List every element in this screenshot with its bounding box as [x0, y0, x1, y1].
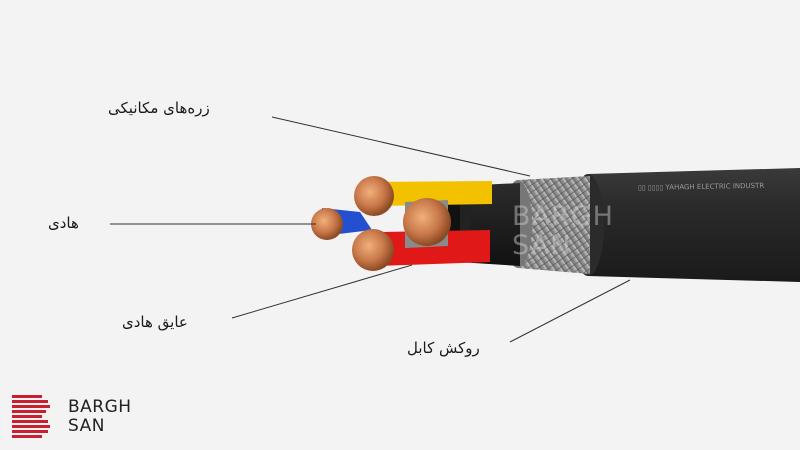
- conductor-mid: [403, 198, 451, 246]
- striped-b-logo-icon: [12, 395, 50, 438]
- core-yellow: [370, 181, 492, 206]
- watermark-line2: SAN: [512, 230, 572, 261]
- armor-layer: [518, 176, 590, 274]
- watermark: BARGH SAN: [512, 202, 614, 260]
- conductor-bottom: [352, 229, 394, 271]
- watermark-line1: BARGH: [512, 201, 614, 232]
- leader-armor: [271, 116, 531, 177]
- label-armor: زره‌های مکانیکی: [108, 99, 210, 117]
- logo-line2: SAN: [68, 416, 105, 436]
- leader-insulation: [231, 264, 413, 319]
- label-insulation: عایق هادی: [122, 313, 188, 331]
- label-conductor: هادی: [48, 214, 79, 232]
- outer-sheath: [588, 168, 800, 282]
- leader-sheath: [509, 279, 631, 343]
- brand-logo: BARGH SAN: [12, 395, 142, 439]
- conductor-top: [354, 176, 394, 216]
- label-sheath: روکش کابل: [407, 339, 480, 357]
- logo-text: BARGH SAN: [68, 398, 132, 436]
- logo-line1: BARGH: [68, 397, 132, 417]
- conductor-left: [311, 208, 343, 240]
- sheath-print: ▯▯ ▯▯▯▯ YAHAGH ELECTRIC INDUSTR: [638, 182, 765, 192]
